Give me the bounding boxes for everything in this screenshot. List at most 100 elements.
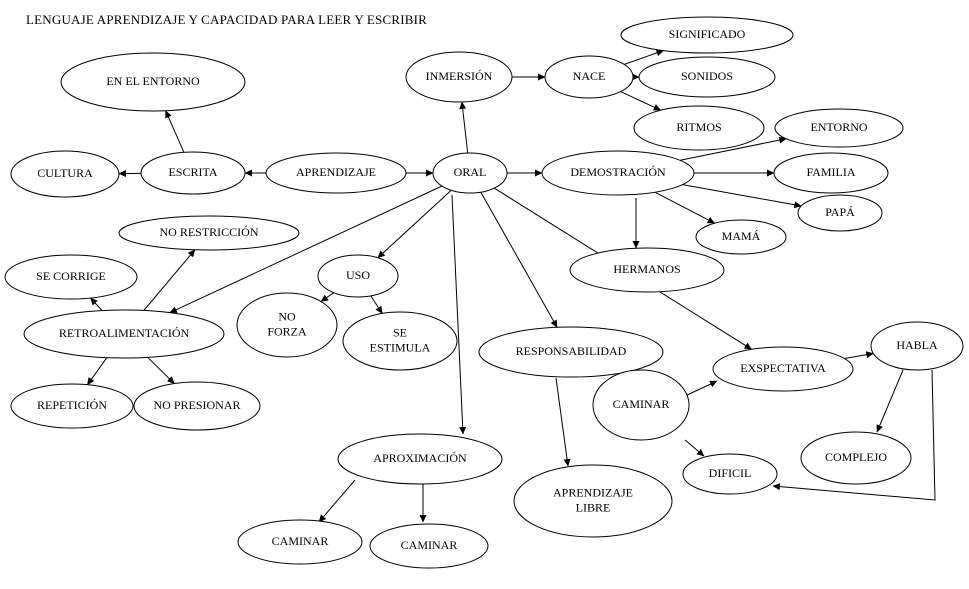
node-label-papa: PAPÁ [825, 205, 855, 219]
node-label-demostracion: DEMOSTRACIÓN [570, 165, 666, 179]
node-habla: HABLA [870, 321, 964, 371]
arrow-aproximacion-to-caminar-1 [318, 479, 356, 523]
node-retroalimentacion: RETROALIMENTACIÓN [23, 309, 225, 359]
node-label-caminar-1: CAMINAR [272, 534, 329, 548]
node-ellipse-escrita [140, 151, 246, 195]
node-aproximacion: APROXIMACIÓN [337, 433, 503, 485]
node-label-complejo: COMPLEJO [825, 450, 887, 464]
node-ellipse-sonidos [638, 56, 776, 98]
node-label-hermanos: HERMANOS [613, 262, 680, 276]
arrow-uso-to-no-forza [320, 292, 335, 302]
arrow-nace-to-ritmos [620, 91, 662, 111]
arrow-oral-to-responsabilidad [480, 191, 558, 328]
node-label-caminar-2: CAMINAR [401, 538, 458, 552]
node-ellipse-aprendizaje [265, 152, 407, 194]
node-ellipse-no-restriccion [118, 215, 300, 251]
node-uso: USO [317, 254, 399, 298]
node-label-mama: MAMÁ [722, 229, 761, 243]
diagram-title: LENGUAJE APRENDIZAJE Y CAPACIDAD PARA LE… [26, 12, 427, 27]
node-ellipse-oral [432, 152, 508, 194]
node-caminar-3: CAMINAR [592, 369, 690, 441]
arrow-escrita-to-en-el-entorno [165, 110, 185, 153]
node-ellipse-dificil [682, 453, 778, 495]
node-label-oral: ORAL [454, 165, 487, 179]
node-ellipse-entorno [774, 108, 904, 148]
node-ellipse-no-presionar [133, 381, 261, 431]
arrow-caminar-3-to-dificil [684, 439, 705, 457]
node-label-sonidos: SONIDOS [681, 69, 733, 83]
node-entorno: ENTORNO [774, 108, 904, 148]
node-ellipse-familia [773, 152, 889, 194]
node-ellipse-uso [317, 254, 399, 298]
node-caminar-2: CAMINAR [369, 523, 489, 569]
node-cultura: CULTURA [10, 150, 120, 198]
node-ellipse-se-corrige [4, 254, 138, 300]
arrow-caminar-3-to-expectativa [682, 380, 718, 398]
node-ellipse-significado [620, 16, 794, 54]
node-label-repeticion: REPETICIÓN [37, 398, 107, 412]
arrow-habla-to-complejo [876, 369, 904, 433]
node-ellipse-repeticion [10, 383, 134, 429]
node-ellipse-mama [695, 219, 787, 255]
node-label-cultura: CULTURA [37, 166, 93, 180]
node-expectativa: EXSPECTATIVA [712, 346, 854, 392]
node-ellipse-habla [870, 321, 964, 371]
node-ellipse-aprendizaje-libre [513, 464, 673, 538]
arrow-responsabilidad-to-aprendizaje-libre [555, 377, 571, 467]
node-label-no-restriccion: NO RESTRICCIÓN [159, 225, 258, 239]
node-dificil: DIFICIL [682, 453, 778, 495]
node-oral: ORAL [432, 152, 508, 194]
arrow-habla-to-dificil [772, 369, 936, 501]
node-complejo: COMPLEJO [800, 431, 912, 485]
node-label-nace: NACE [573, 69, 606, 83]
node-nace: NACE [544, 55, 634, 99]
node-en-el-entorno: EN EL ENTORNO [60, 52, 246, 112]
node-label-ritmos: RITMOS [676, 120, 721, 134]
arrow-retroalimentacion-to-repeticion [86, 357, 108, 386]
node-mama: MAMÁ [695, 219, 787, 255]
arrow-uso-to-se-estimula [370, 295, 383, 314]
node-label-retroalimentacion: RETROALIMENTACIÓN [59, 326, 190, 340]
node-ellipse-nace [544, 55, 634, 99]
node-ellipse-expectativa [712, 346, 854, 392]
node-ellipse-demostracion [541, 150, 695, 196]
arrow-retroalimentacion-to-se-corrige [90, 297, 103, 311]
node-ellipse-hermanos [569, 247, 725, 293]
node-ellipse-se-estimula [342, 311, 458, 371]
node-label-expectativa: EXSPECTATIVA [740, 361, 826, 375]
nodes: ORAL APRENDIZAJE ESCRITA CULTURA EN EL ENTOR… [4, 16, 964, 569]
node-ellipse-no-forza [236, 292, 338, 358]
node-ellipse-retroalimentacion [23, 309, 225, 359]
node-familia: FAMILIA [773, 152, 889, 194]
node-ellipse-aproximacion [337, 433, 503, 485]
node-ellipse-cultura [10, 150, 120, 198]
node-label-entorno: ENTORNO [810, 120, 867, 134]
node-label-familia: FAMILIA [806, 165, 855, 179]
node-label-inmersion: INMERSIÓN [426, 69, 493, 83]
node-label-en-el-entorno: EN EL ENTORNO [106, 74, 200, 88]
node-repeticion: REPETICIÓN [10, 383, 134, 429]
node-ellipse-caminar-3 [592, 369, 690, 441]
node-inmersion: INMERSIÓN [405, 51, 513, 103]
node-ellipse-caminar-2 [369, 523, 489, 569]
node-significado: SIGNIFICADO [620, 16, 794, 54]
node-no-presionar: NO PRESIONAR [133, 381, 261, 431]
node-escrita: ESCRITA [140, 151, 246, 195]
node-ellipse-inmersion [405, 51, 513, 103]
arrow-oral-to-aproximacion [451, 194, 467, 435]
node-se-corrige: SE CORRIGE [4, 254, 138, 300]
node-label-responsabilidad: RESPONSABILIDAD [516, 344, 627, 358]
node-caminar-1: CAMINAR [237, 519, 363, 565]
node-demostracion: DEMOSTRACIÓN [541, 150, 695, 196]
node-ellipse-responsabilidad [478, 326, 664, 378]
node-label-aprendizaje: APRENDIZAJE [296, 165, 376, 179]
arrow-oral-to-inmersion [459, 101, 469, 154]
node-sonidos: SONIDOS [638, 56, 776, 98]
node-ellipse-papa [797, 194, 883, 232]
